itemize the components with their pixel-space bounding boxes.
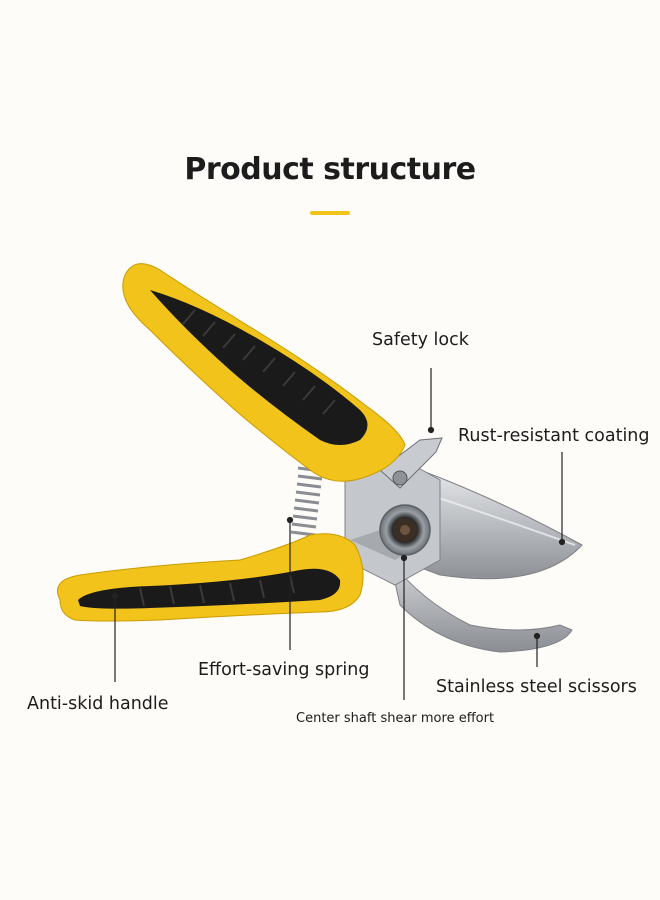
upper-handle bbox=[122, 263, 406, 482]
callout-rust-resistant bbox=[558, 452, 566, 546]
callout-stainless bbox=[533, 632, 541, 667]
title-underline bbox=[310, 211, 350, 215]
spring bbox=[290, 466, 323, 537]
center-shaft-bolt bbox=[379, 504, 431, 556]
label-anti-skid: Anti-skid handle bbox=[27, 694, 169, 714]
label-effort-spring: Effort-saving spring bbox=[198, 660, 370, 680]
callout-anti-skid bbox=[111, 592, 119, 682]
lower-handle bbox=[57, 533, 364, 622]
page-title: Product structure bbox=[184, 152, 476, 187]
callout-center-shaft bbox=[400, 554, 408, 700]
safety-lock-part bbox=[379, 437, 443, 489]
label-rust-resistant: Rust-resistant coating bbox=[458, 426, 650, 446]
label-safety-lock: Safety lock bbox=[372, 330, 469, 350]
label-stainless: Stainless steel scissors bbox=[436, 677, 637, 697]
callout-effort-spring bbox=[286, 516, 294, 650]
label-center-shaft: Center shaft shear more effort bbox=[296, 711, 495, 726]
callout-safety-lock bbox=[427, 368, 435, 434]
lower-blade bbox=[389, 559, 573, 653]
